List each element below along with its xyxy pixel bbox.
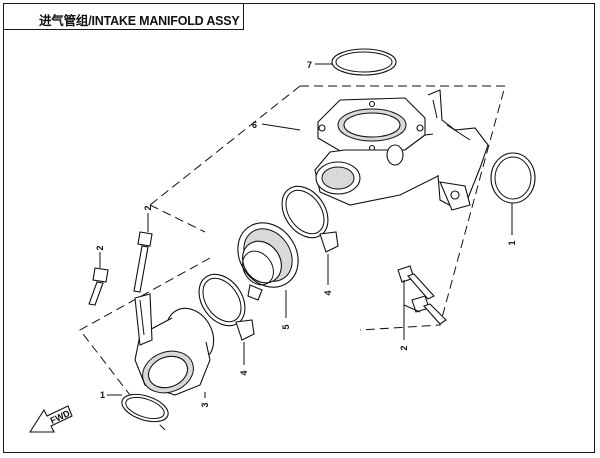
fwd-arrow-icon: FWD [28,405,73,433]
callout-2-left-lower: 2 [95,245,105,250]
part-6-intake-manifold[interactable] [314,89,489,211]
part-2-bolt-left-lower[interactable] [88,267,109,306]
part-7-o-ring[interactable] [331,48,397,76]
part-5-intake-boot[interactable] [226,211,311,301]
part-4-hose-clamp-upper[interactable] [273,178,339,253]
part-4-hose-clamp-lower[interactable] [190,266,255,341]
callout-1-lower: 1 [100,390,105,400]
callout-2-left-upper: 2 [143,205,153,210]
callout-5: 5 [281,324,291,329]
diagram-title: 进气管组/INTAKE MANIFOLD ASSY [39,14,240,28]
part-1-o-ring-right[interactable] [490,152,536,204]
title-box: 进气管组/INTAKE MANIFOLD ASSY [3,3,244,30]
callout-4-lower: 4 [239,370,249,375]
callout-2-right: 2 [399,345,409,350]
assembly-6-outline [149,85,506,331]
callout-4-upper: 4 [323,290,333,295]
part-2-bolt-left-upper[interactable] [133,231,153,293]
part-3-intake-adapter[interactable] [134,293,223,400]
drawing-frame [3,3,595,453]
callout-3: 3 [200,402,210,407]
callout-1-right: 1 [507,240,517,245]
callout-7: 7 [307,60,312,70]
callout-6: 6 [252,120,257,130]
part-2-bolt-right-lower[interactable] [411,295,447,325]
part-1-o-ring-lower[interactable] [118,389,171,427]
part-2-bolt-right-upper[interactable] [397,265,435,300]
leader-lines [99,63,513,398]
